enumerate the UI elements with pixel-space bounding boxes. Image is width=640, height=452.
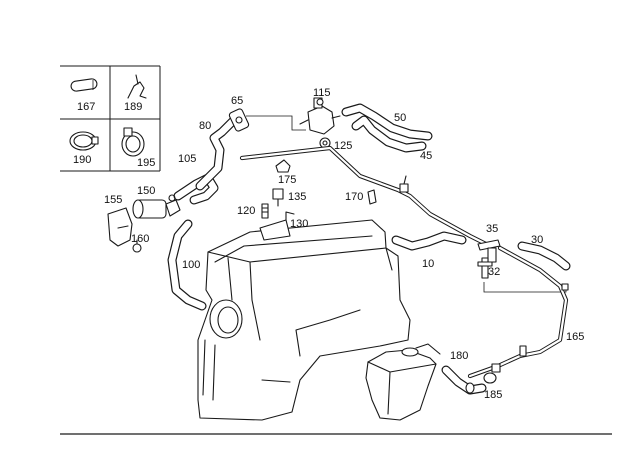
hose-45[interactable]: [351, 115, 427, 153]
callout-185: 185: [484, 389, 502, 401]
hose-105[interactable]: [173, 173, 219, 205]
callout-115: 115: [313, 87, 331, 99]
callout-155: 155: [104, 194, 122, 206]
leader-65-115: [246, 115, 306, 131]
part-189-retainer[interactable]: [127, 74, 147, 99]
part-35-fitting[interactable]: [477, 239, 501, 263]
part-115-valve[interactable]: [299, 97, 341, 135]
callout-165: 165: [566, 331, 584, 343]
part-170-clip[interactable]: [367, 189, 377, 205]
hose-30[interactable]: [517, 241, 571, 271]
callout-50: 50: [394, 112, 406, 124]
callout-160: 160: [131, 233, 149, 245]
part-195-hose-clamp[interactable]: [121, 127, 145, 157]
part-65-bracket[interactable]: [228, 108, 250, 132]
part-190-clamp[interactable]: [69, 131, 99, 151]
pipe-main[interactable]: [239, 145, 489, 247]
callout-180: 180: [450, 350, 468, 362]
part-155-clamp[interactable]: [107, 207, 133, 247]
callout-170: 170: [345, 191, 363, 203]
hose-180[interactable]: [441, 365, 487, 395]
callout-32: 32: [488, 266, 500, 278]
part-175-cap[interactable]: [275, 159, 291, 173]
callout-65: 65: [231, 95, 243, 107]
part-125-nut[interactable]: [319, 137, 331, 149]
engine-block: [197, 219, 411, 421]
callout-45: 45: [420, 150, 432, 162]
hose-80[interactable]: [195, 113, 241, 191]
callout-80: 80: [199, 120, 211, 132]
callout-35: 35: [486, 223, 498, 235]
hose-100[interactable]: [167, 219, 207, 311]
part-120-sensor[interactable]: [261, 203, 269, 219]
hose-10[interactable]: [391, 231, 467, 251]
callout-167: 167: [77, 101, 95, 113]
part-185-clamp[interactable]: [465, 372, 497, 394]
callout-10: 10: [422, 258, 434, 270]
callout-130: 130: [290, 218, 308, 230]
hose-50[interactable]: [341, 103, 433, 141]
callout-100: 100: [182, 259, 200, 271]
part-160-screw[interactable]: [132, 239, 142, 253]
callout-125: 125: [334, 140, 352, 152]
callout-189: 189: [124, 101, 142, 113]
part-135-sensor[interactable]: [272, 188, 284, 207]
legend-box: [60, 65, 161, 172]
part-167-sleeve[interactable]: [70, 78, 98, 92]
part-32-valve[interactable]: [477, 257, 493, 279]
part-130-bracket[interactable]: [259, 211, 295, 241]
callout-120: 120: [237, 205, 255, 217]
pipe-165[interactable]: [467, 245, 569, 379]
callout-30: 30: [531, 234, 543, 246]
expansion-tank[interactable]: [365, 343, 441, 421]
part-150-pump[interactable]: [132, 194, 181, 219]
callout-105: 105: [178, 153, 196, 165]
callout-195: 195: [137, 157, 155, 169]
callout-150: 150: [137, 185, 155, 197]
callout-175: 175: [278, 174, 296, 186]
callout-190: 190: [73, 154, 91, 166]
callout-135: 135: [288, 191, 306, 203]
